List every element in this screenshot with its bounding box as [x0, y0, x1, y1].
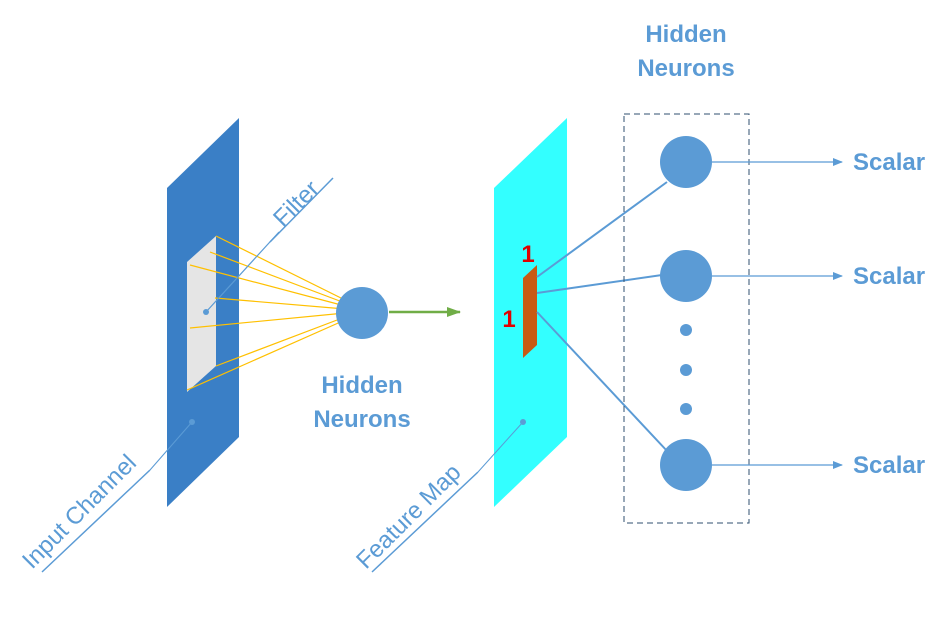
feature-patch	[523, 265, 537, 358]
filter-label: Filter	[268, 175, 325, 232]
vertical-dots-icon	[680, 324, 692, 415]
patch-connections	[536, 181, 669, 453]
hidden-neurons-top-line2: Neurons	[637, 55, 734, 82]
hidden-neurons-center-line2: Neurons	[313, 406, 410, 433]
hidden-neurons-top-line1: Hidden	[645, 21, 726, 48]
filter-pointer	[203, 177, 334, 315]
output-arrows	[712, 158, 843, 469]
filter-patch	[187, 236, 216, 392]
hidden-neurons-center-line1: Hidden	[321, 372, 402, 399]
output-label-3: Scalar	[853, 452, 925, 479]
filter-lines	[186, 235, 346, 391]
patch-height-label: 1	[502, 306, 515, 333]
patch-width-label: 1	[521, 241, 534, 268]
feature-map-label: Feature Map	[351, 459, 466, 574]
hidden-neuron-3	[660, 439, 712, 491]
input-channel-pointer	[41, 419, 195, 573]
hidden-neuron-2	[660, 250, 712, 302]
feature-map-pointer	[371, 419, 526, 573]
output-label-1: Scalar	[853, 149, 925, 176]
input-channel-label: Input Channel	[17, 449, 142, 574]
hidden-neuron-1	[660, 136, 712, 188]
output-label-2: Scalar	[853, 263, 925, 290]
hidden-neurons-box	[623, 113, 750, 524]
hidden-neuron-center	[336, 287, 388, 339]
